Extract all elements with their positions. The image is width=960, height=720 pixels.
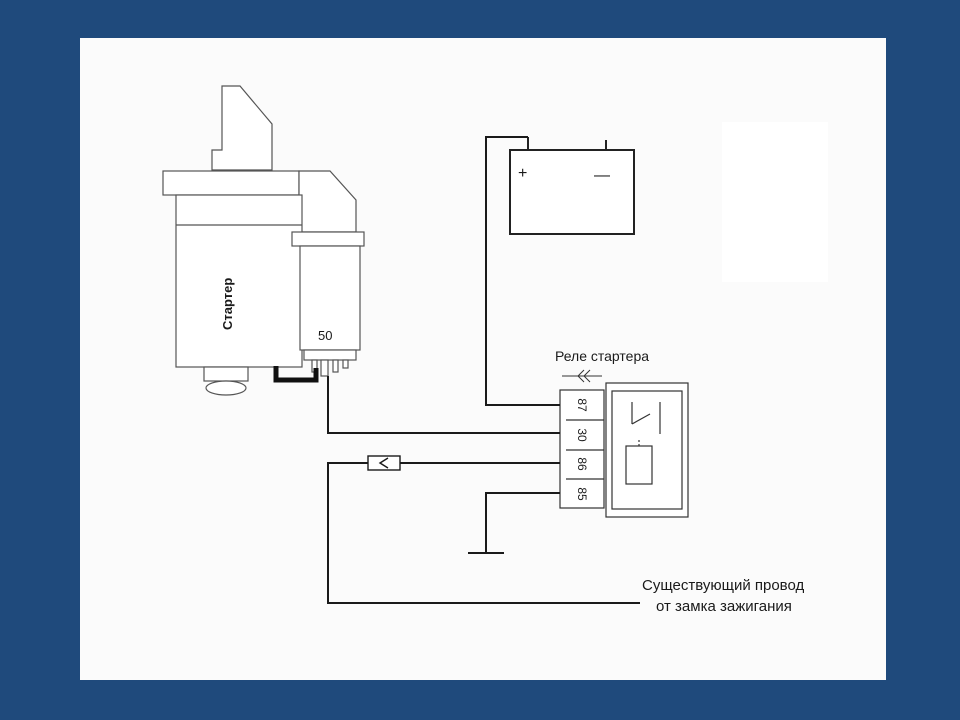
starter-lever [211, 85, 273, 171]
battery-plus-sign: + [518, 165, 527, 182]
relay-pin-87: 87 [575, 398, 589, 412]
starter-shaft [205, 380, 247, 396]
battery-minus-sign: — [594, 167, 610, 184]
wire-85-to-ground [485, 492, 560, 553]
terminal-50 [320, 359, 329, 377]
battery-body [509, 149, 635, 235]
terminal-50-label: 50 [318, 328, 332, 343]
solenoid-top [298, 170, 357, 233]
relay [559, 382, 689, 518]
relay-title: Реле стартера [555, 348, 649, 364]
relay-pin-86: 86 [575, 457, 589, 471]
relay-coil [625, 445, 653, 485]
starter-body [175, 194, 303, 368]
relay-pin-block [559, 389, 605, 509]
starter-flange [162, 170, 300, 196]
starter-nose [203, 366, 249, 382]
starter [162, 85, 365, 396]
relay-arrow [562, 369, 602, 383]
wire-connector [367, 455, 401, 471]
ground-strap [273, 366, 319, 383]
solenoid-terminal [332, 359, 339, 373]
relay-pin-30: 30 [575, 428, 589, 442]
relay-pin-85: 85 [575, 487, 589, 501]
ignition-caption-line2: от замка зажигания [656, 598, 792, 615]
battery [509, 137, 635, 235]
wire-30-to-starter [327, 376, 560, 434]
solenoid-terminal [342, 359, 349, 369]
solenoid-body [299, 245, 361, 351]
solenoid-base [303, 349, 357, 361]
wire-ignition [327, 462, 640, 604]
solenoid-band [291, 231, 365, 247]
wire-battery-to-87 [485, 136, 560, 406]
starter-label: Стартер [220, 278, 235, 330]
blank-area [722, 122, 828, 282]
ignition-caption-line1: Существующий провод [642, 577, 804, 594]
